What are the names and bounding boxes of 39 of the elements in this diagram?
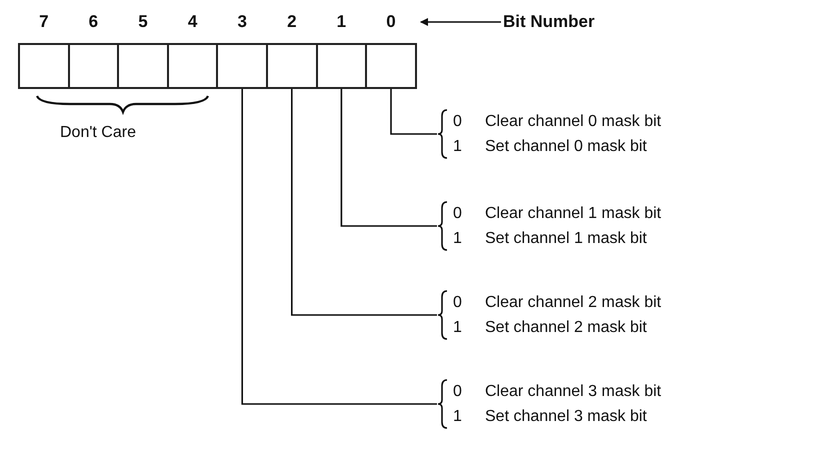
bit-cell bbox=[316, 43, 368, 89]
bit-position-number: 3 bbox=[236, 12, 248, 32]
connector-line bbox=[390, 89, 437, 135]
bit-value: 1 bbox=[453, 318, 463, 337]
connector-line bbox=[291, 89, 437, 316]
connector-line bbox=[340, 89, 437, 227]
brace-label: Don't Care bbox=[60, 124, 136, 142]
bit-position-number: 2 bbox=[286, 12, 298, 32]
connector-line bbox=[420, 18, 501, 26]
bit-value: 1 bbox=[453, 229, 463, 248]
bit-value: 1 bbox=[453, 137, 463, 156]
bit-position-number: 1 bbox=[336, 12, 348, 32]
bit-value: 0 bbox=[453, 382, 463, 401]
bit-position-number: 6 bbox=[88, 12, 100, 32]
bit-description: Set channel 3 mask bit bbox=[485, 407, 648, 426]
bit-number-label: Bit Number bbox=[503, 11, 595, 33]
bit-cell bbox=[365, 43, 417, 89]
bit-position-number: 5 bbox=[137, 12, 149, 32]
bit-position-number: 0 bbox=[385, 12, 397, 32]
bit-position-number: 7 bbox=[38, 12, 50, 32]
bit-description: Clear channel 2 mask bit bbox=[485, 293, 662, 312]
bit-value: 0 bbox=[453, 293, 463, 312]
bit-cell bbox=[216, 43, 268, 89]
bit-description: Set channel 2 mask bit bbox=[485, 318, 648, 337]
bit-description: Clear channel 1 mask bit bbox=[485, 204, 662, 223]
bit-position-number: 4 bbox=[186, 12, 198, 32]
bit-description: Set channel 1 mask bit bbox=[485, 229, 648, 248]
bit-cell bbox=[117, 43, 169, 89]
bit-cell bbox=[166, 43, 218, 89]
bit-cell bbox=[68, 43, 120, 89]
bit-description: Clear channel 0 mask bit bbox=[485, 112, 662, 131]
connector-line bbox=[241, 89, 437, 405]
bit-description: Set channel 0 mask bit bbox=[485, 137, 648, 156]
bit-value: 1 bbox=[453, 407, 463, 426]
bit-description: Clear channel 3 mask bit bbox=[485, 382, 662, 401]
bit-cell bbox=[266, 43, 318, 89]
bit-value: 0 bbox=[453, 112, 463, 131]
bit-cell bbox=[18, 43, 70, 89]
bit-value: 0 bbox=[453, 204, 463, 223]
